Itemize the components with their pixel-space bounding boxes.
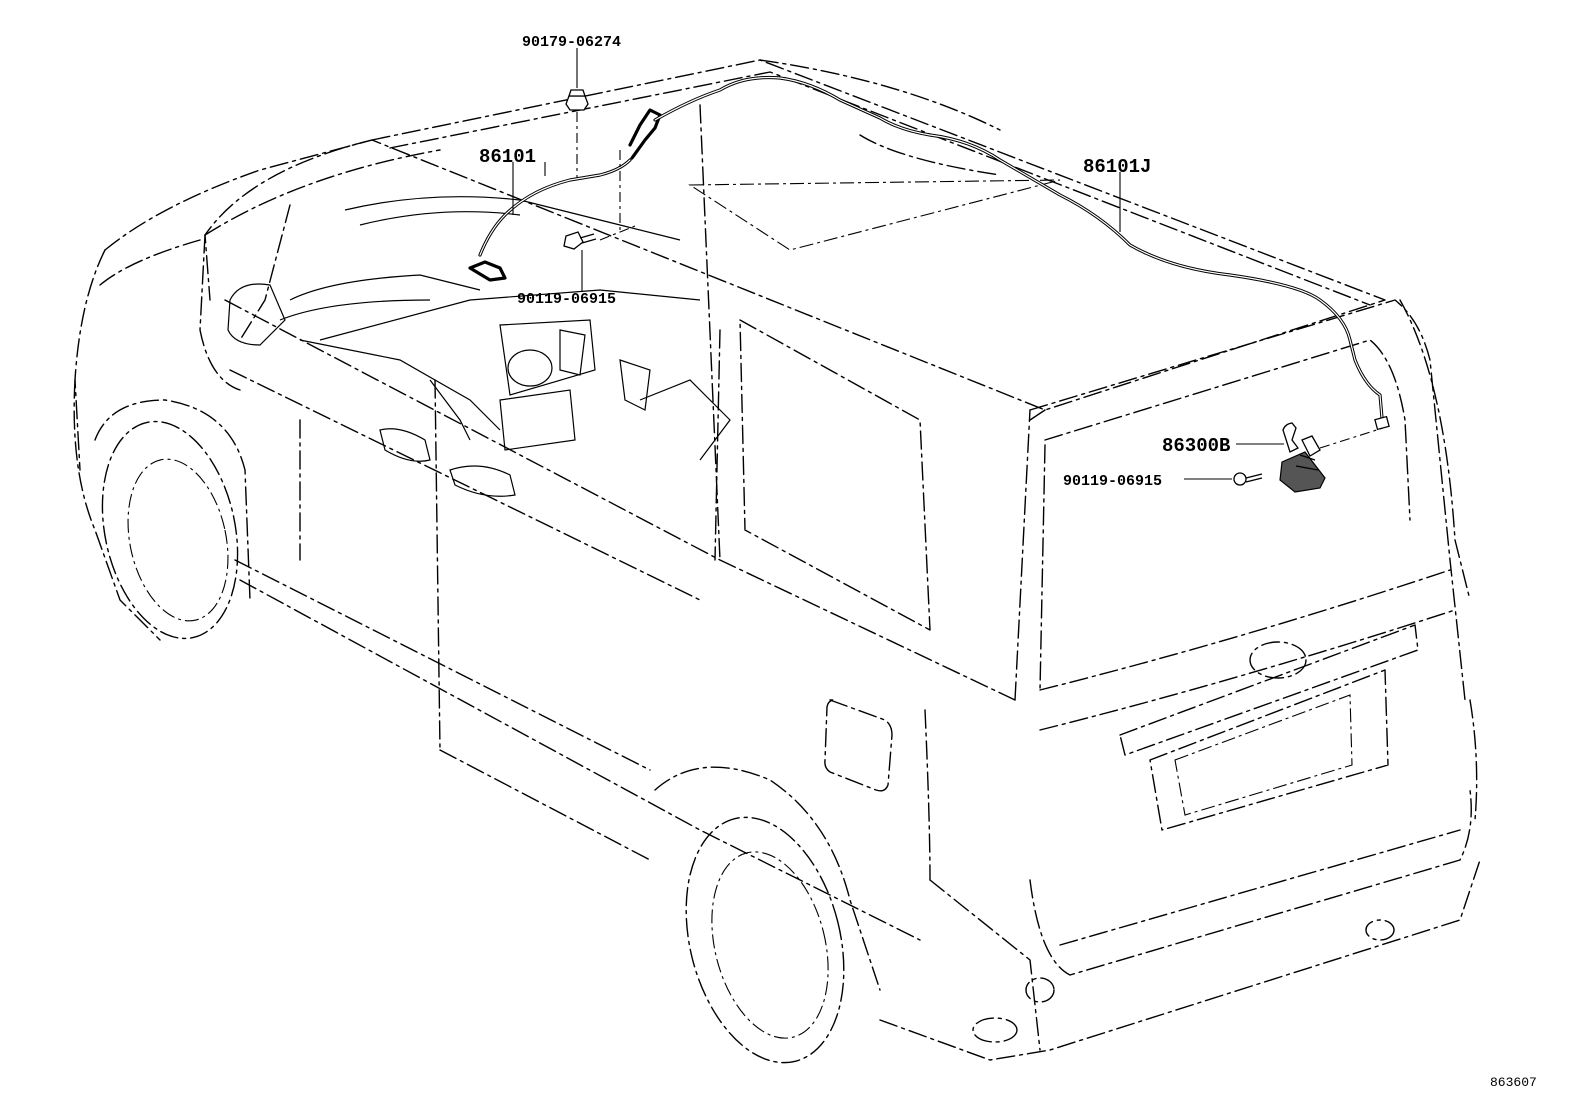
figure-code: 863607 [1490, 1075, 1537, 1090]
antenna-cord-front [468, 108, 662, 282]
vehicle-body-outline [73, 59, 1481, 1064]
nut-part-number: 90179-06274 [522, 34, 621, 51]
bolt-front-part-icon [563, 231, 597, 250]
antenna-cord-rear [653, 75, 1390, 431]
leader-lines [512, 48, 1384, 480]
dashboard-interior [227, 196, 731, 497]
rear-bolt-part-number: 90119-06915 [1063, 473, 1162, 490]
front-bolt-part-number: 90119-06915 [517, 291, 616, 308]
amplifier-part-number: 86300B [1162, 435, 1230, 457]
front-antenna-part-number: 86101 [479, 146, 536, 168]
rear-antenna-part-number: 86101J [1083, 156, 1151, 178]
nut-part-icon [565, 89, 589, 111]
antenna-amplifier-part-icon [1279, 422, 1326, 493]
bolt-rear-part-icon [1233, 472, 1263, 486]
